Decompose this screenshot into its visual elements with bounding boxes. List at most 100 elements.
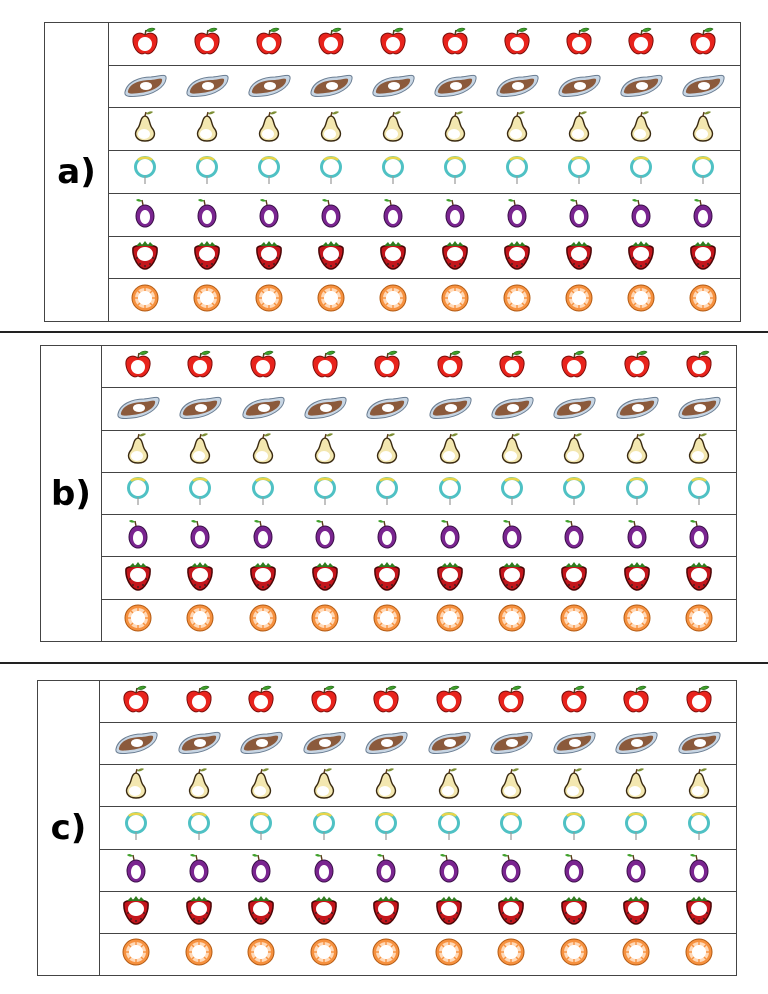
strawberry-icon xyxy=(496,559,528,597)
orange-slice-icon xyxy=(439,282,471,318)
ring-icon xyxy=(503,154,531,190)
sausage-icon xyxy=(114,392,162,426)
orange-slice-icon xyxy=(122,602,154,638)
plum-icon xyxy=(685,517,713,555)
ring-icon xyxy=(622,810,650,846)
strawberry-icon xyxy=(184,559,216,597)
orange-slice-icon xyxy=(621,602,653,638)
pear-icon xyxy=(626,110,656,148)
apple-icon xyxy=(687,26,719,62)
strawberry-icon xyxy=(120,893,152,931)
sausage-icon xyxy=(679,70,727,104)
apple-icon xyxy=(308,684,340,720)
pear-icon xyxy=(246,767,276,805)
plum-icon xyxy=(436,517,464,555)
ring-icon xyxy=(186,475,214,511)
sausage-icon xyxy=(488,392,536,426)
ring-icon xyxy=(373,475,401,511)
strawberry-icon xyxy=(370,893,402,931)
fruit-row-plum xyxy=(101,515,736,558)
fruit-row-ring xyxy=(101,473,736,516)
pear-icon xyxy=(621,767,651,805)
apple-icon xyxy=(315,26,347,62)
pear-icon xyxy=(372,432,402,470)
ring-icon xyxy=(689,154,717,190)
strawberry-icon xyxy=(309,559,341,597)
fruit-row-apple xyxy=(101,346,736,389)
fruit-row-pear xyxy=(99,765,736,808)
strawberry-icon xyxy=(377,238,409,276)
plum-icon xyxy=(379,196,407,234)
sausage-icon xyxy=(301,392,349,426)
pear-icon xyxy=(371,767,401,805)
strawberry-icon xyxy=(558,893,590,931)
orange-slice-icon xyxy=(563,282,595,318)
orange-slice-icon xyxy=(245,936,277,972)
strawberry-icon xyxy=(625,238,657,276)
ring-icon xyxy=(436,475,464,511)
apple-icon xyxy=(563,26,595,62)
pear-icon xyxy=(184,767,214,805)
orange-slice-icon xyxy=(495,936,527,972)
pear-icon xyxy=(688,110,718,148)
fruit-row-plum xyxy=(99,850,736,892)
sausage-icon xyxy=(675,392,723,426)
ring-icon xyxy=(497,810,525,846)
plum-icon xyxy=(131,196,159,234)
strawberry-icon xyxy=(621,559,653,597)
pear-icon xyxy=(440,110,470,148)
pear-icon xyxy=(435,432,465,470)
strawberry-icon xyxy=(191,238,223,276)
orange-slice-icon xyxy=(434,602,466,638)
orange-slice-icon xyxy=(377,282,409,318)
apple-icon xyxy=(683,349,715,385)
ring-icon xyxy=(623,475,651,511)
strawberry-icon xyxy=(315,238,347,276)
ring-icon xyxy=(317,154,345,190)
pear-icon xyxy=(309,767,339,805)
pear-icon xyxy=(123,432,153,470)
pear-icon xyxy=(121,767,151,805)
orange-slice-icon xyxy=(309,602,341,638)
ring-icon xyxy=(124,475,152,511)
plum-icon xyxy=(503,196,531,234)
plum-icon xyxy=(560,851,588,889)
apple-icon xyxy=(439,26,471,62)
plum-icon xyxy=(311,517,339,555)
ring-icon xyxy=(193,154,221,190)
apple-icon xyxy=(496,349,528,385)
strawberry-icon xyxy=(129,238,161,276)
ring-icon xyxy=(560,810,588,846)
ring-icon xyxy=(435,810,463,846)
plum-icon xyxy=(247,851,275,889)
fruit-row-apple xyxy=(108,23,740,66)
fruit-row-sausage xyxy=(108,66,740,109)
plum-icon xyxy=(498,517,526,555)
strawberry-icon xyxy=(433,893,465,931)
pear-icon xyxy=(248,432,278,470)
plum-icon xyxy=(317,196,345,234)
plum-icon xyxy=(249,517,277,555)
ring-icon xyxy=(441,154,469,190)
fruit-row-strawberry xyxy=(99,892,736,934)
section-divider xyxy=(0,331,768,333)
fruit-row-orange xyxy=(108,279,740,321)
orange-slice-icon xyxy=(625,282,657,318)
apple-icon xyxy=(501,26,533,62)
fruit-rows xyxy=(99,681,736,975)
pear-icon xyxy=(434,767,464,805)
sausage-icon xyxy=(493,70,541,104)
sausage-icon xyxy=(183,70,231,104)
sausage-icon xyxy=(237,727,285,761)
strawberry-icon xyxy=(620,893,652,931)
ring-icon xyxy=(131,154,159,190)
apple-icon xyxy=(434,349,466,385)
strawberry-icon xyxy=(122,559,154,597)
fruit-row-apple xyxy=(99,681,736,724)
fruit-row-plum xyxy=(108,194,740,237)
orange-slice-icon xyxy=(558,602,590,638)
sausage-icon xyxy=(550,727,598,761)
strawberry-icon xyxy=(247,559,279,597)
ring-icon xyxy=(310,810,338,846)
pear-icon xyxy=(310,432,340,470)
